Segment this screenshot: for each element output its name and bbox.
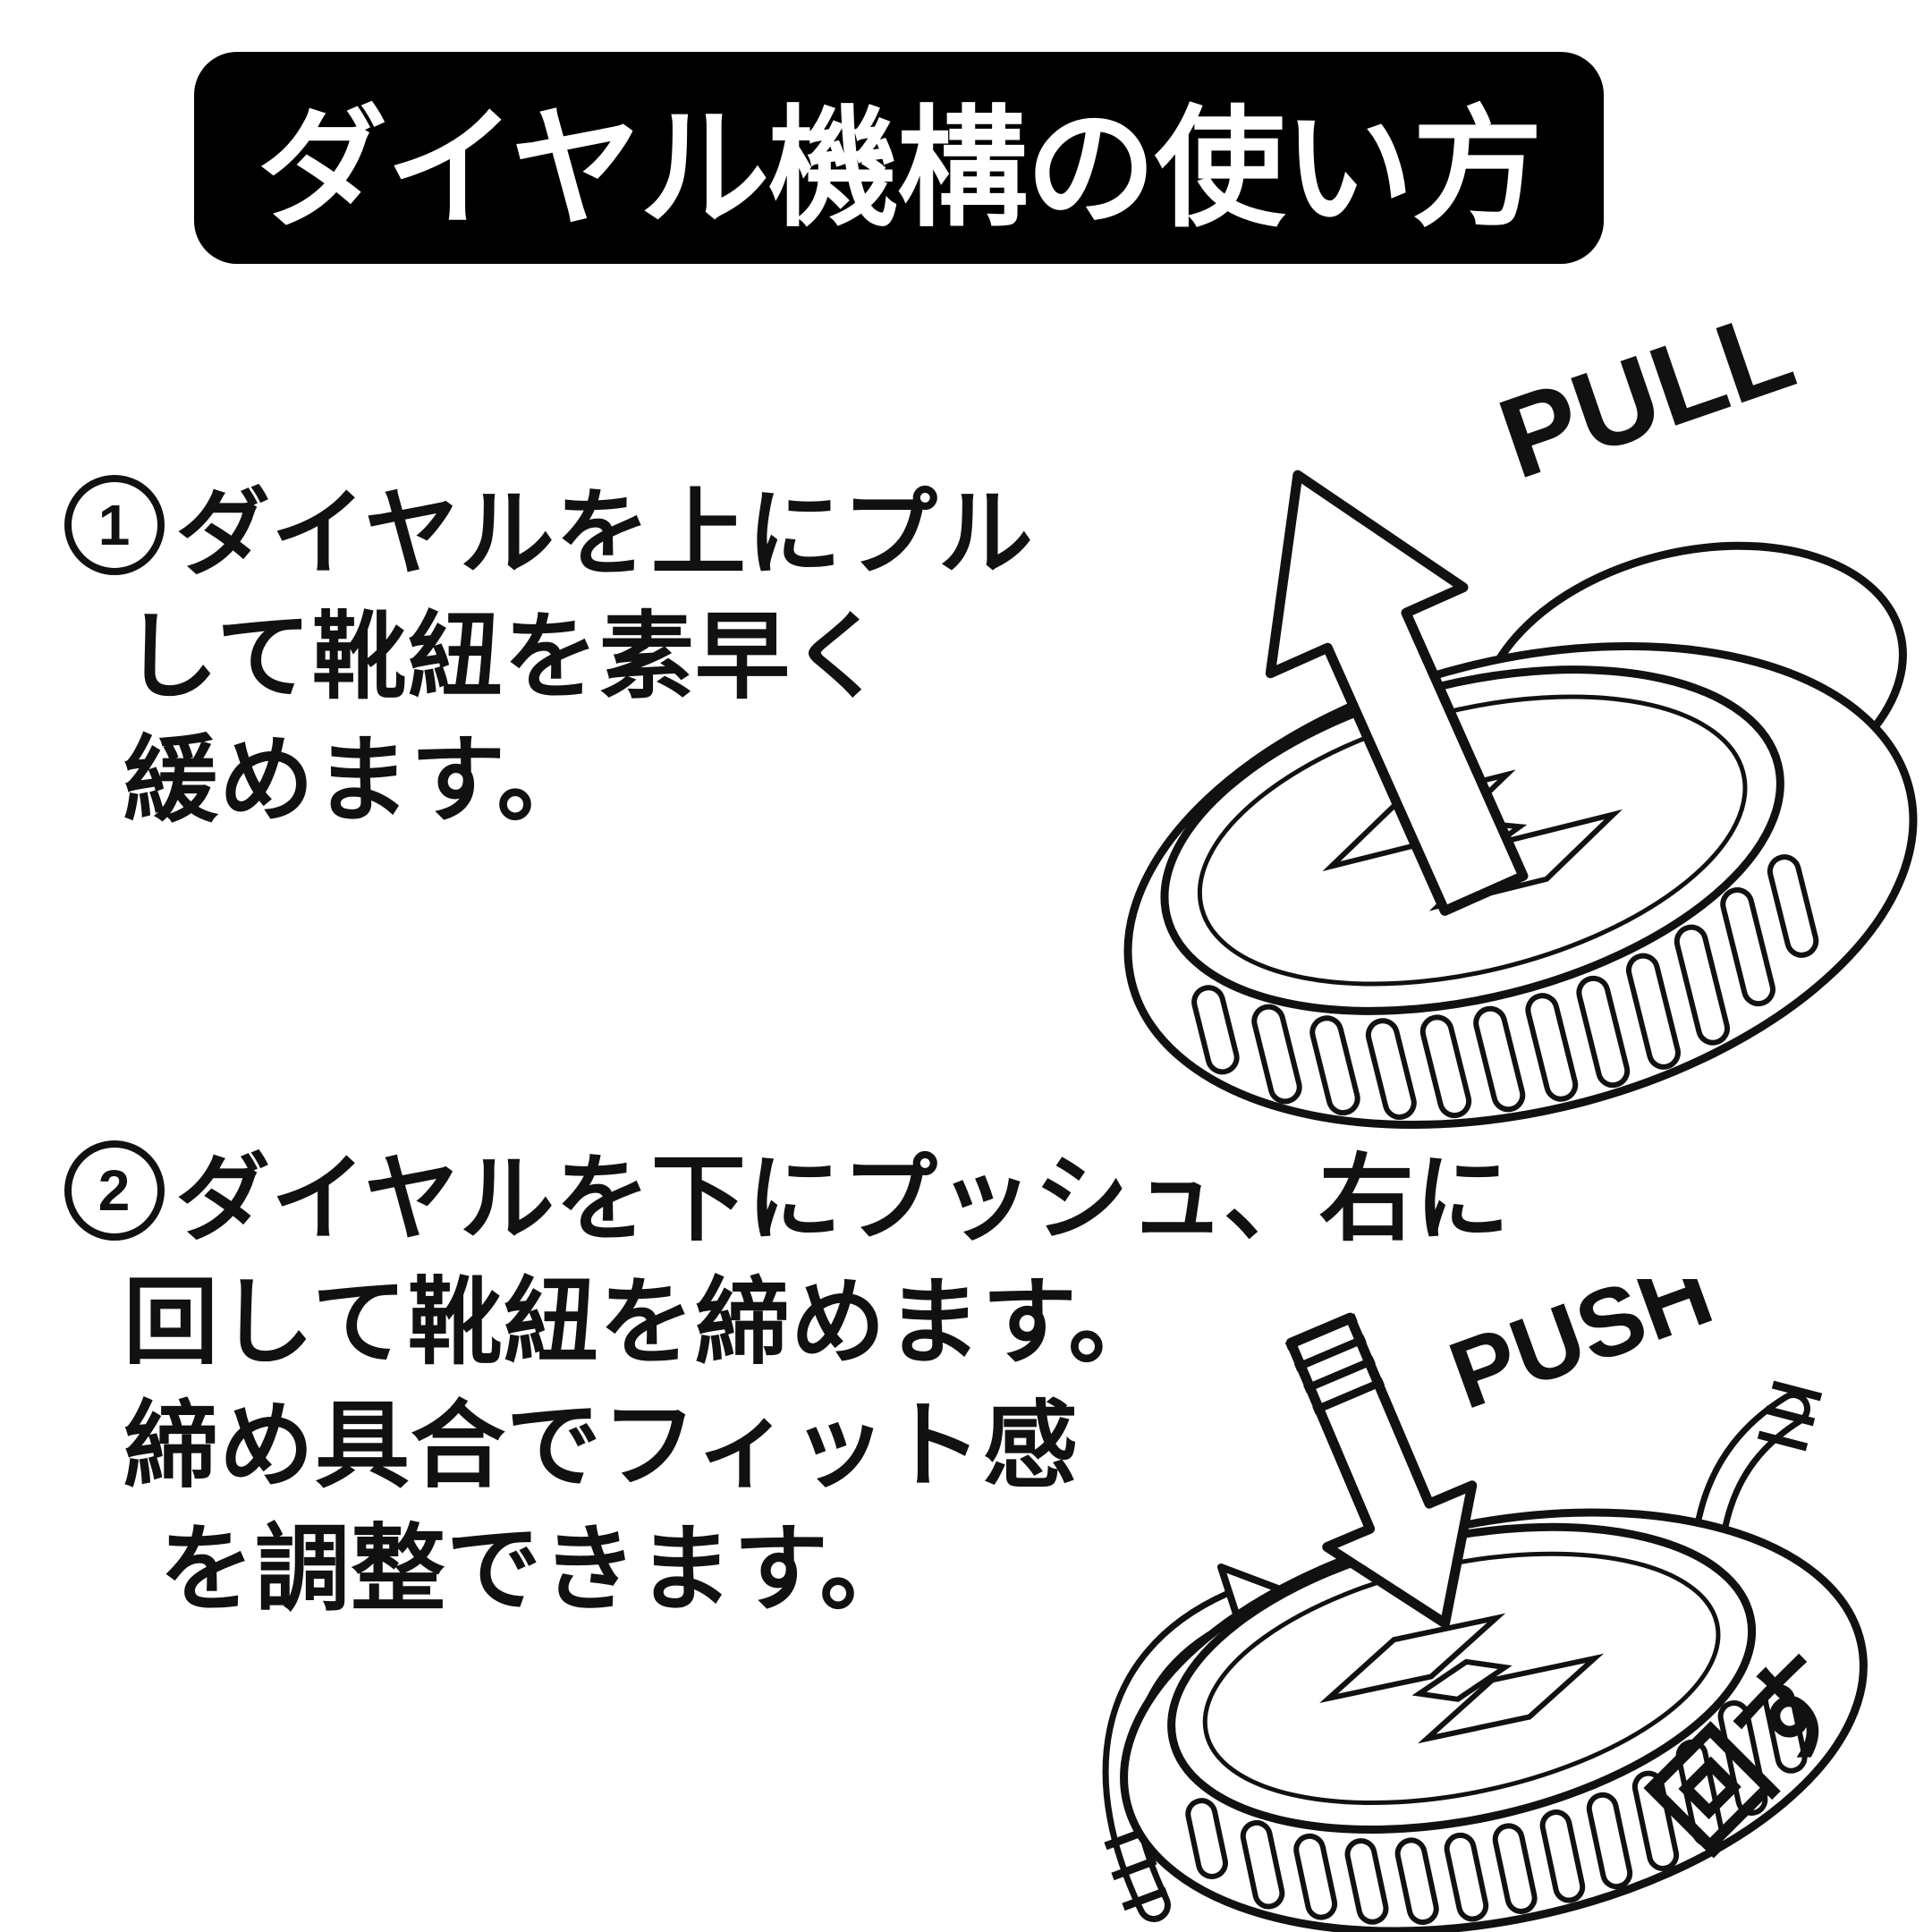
pull-arrow-icon xyxy=(1265,470,1529,916)
dial-knob-pull xyxy=(1123,541,1918,1129)
step-1-number: 1 xyxy=(64,475,165,575)
push-label: PUSH xyxy=(1436,1279,1724,1429)
step-1-line-1: 1 ダイヤルを上にプル xyxy=(64,463,1034,587)
page-title: ダイヤル機構の使い方 xyxy=(257,96,1543,242)
push-arrow-icon xyxy=(1284,1312,1478,1629)
step-1-line-2: して靴紐を素早く xyxy=(123,605,886,710)
dial-logo-push xyxy=(1319,1613,1605,1744)
step-2-line-1: 2 ダイヤルを下にプッシュ、右に xyxy=(64,1129,1511,1252)
step-1-line-3: 緩めます。 xyxy=(123,728,593,834)
ribbed-grip-pull xyxy=(1191,854,1819,1120)
step-2-line-2: 回して靴紐を締めます。 xyxy=(123,1270,1165,1376)
pull-label: PULL xyxy=(1485,304,1809,504)
step-2-line-1-text: ダイヤルを下にプッシュ、右に xyxy=(175,1147,1511,1252)
pull-illustration: PULL xyxy=(1123,304,1918,1129)
rotate-arrow-left-icon xyxy=(1102,1563,1286,1922)
title-banner: ダイヤル機構の使い方 xyxy=(194,52,1604,264)
step-2-text: 2 ダイヤルを下にプッシュ、右に 回して靴紐を締めます。 締め具合でフィット感 … xyxy=(64,1129,1511,1623)
step-2-line-3: 締め具合でフィット感 xyxy=(123,1394,1079,1499)
step-2-number: 2 xyxy=(64,1140,165,1241)
push-illustration: PUSH 回す xyxy=(1102,1279,1872,1932)
step-1-line-1-text: ダイヤルを上にプル xyxy=(175,481,1034,587)
step-2-line-4: を調整できます。 xyxy=(159,1517,916,1623)
ribbed-grip-push xyxy=(1185,1684,1808,1926)
step-1-text: 1 ダイヤルを上にプル して靴紐を素早く 緩めます。 xyxy=(64,463,1034,834)
